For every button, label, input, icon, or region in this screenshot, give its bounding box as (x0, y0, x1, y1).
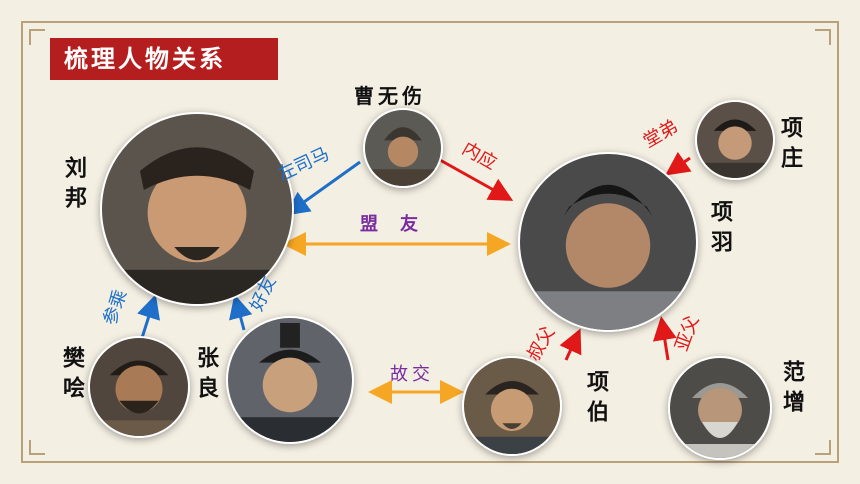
arrow-caowushang-liubang (285, 160, 361, 216)
arrow-xiangzhuang-xiangyu (665, 151, 692, 176)
portrait-xiangzhuang (695, 100, 775, 180)
title-banner (50, 38, 278, 80)
arrow-caowushang-xiangyu (439, 158, 514, 201)
name-zhangliang: 张良 (193, 346, 219, 406)
name-fankuai: 樊哙 (59, 346, 85, 406)
portrait-fankuai (88, 336, 190, 438)
portrait-caowushang (363, 108, 443, 188)
name-xiangzhuang: 项庄 (777, 116, 803, 176)
page-title: 梳理人物关系 (64, 44, 226, 73)
name-fanzeng: 范增 (779, 360, 805, 420)
name-liubang: 刘邦 (61, 156, 87, 216)
name-caowushang: 曹无伤 (354, 84, 426, 108)
portrait-zhangliang (226, 316, 354, 444)
name-xiangbo: 项伯 (583, 370, 609, 430)
arrow-xiangbo-xiangyu (559, 328, 582, 361)
arrow-fanzeng-xiangyu (652, 316, 677, 361)
portrait-xiangbo (462, 356, 562, 456)
arrow-zhangliang-liubang (229, 294, 253, 331)
name-xiangyu: 项羽 (707, 200, 733, 260)
label-mengyou: 盟 友 (360, 214, 420, 235)
arrow-fankuai-liubang (137, 294, 161, 339)
label-gujiao: 故交 (390, 364, 434, 385)
portrait-xiangyu (518, 152, 698, 332)
portrait-fanzeng (668, 356, 772, 460)
